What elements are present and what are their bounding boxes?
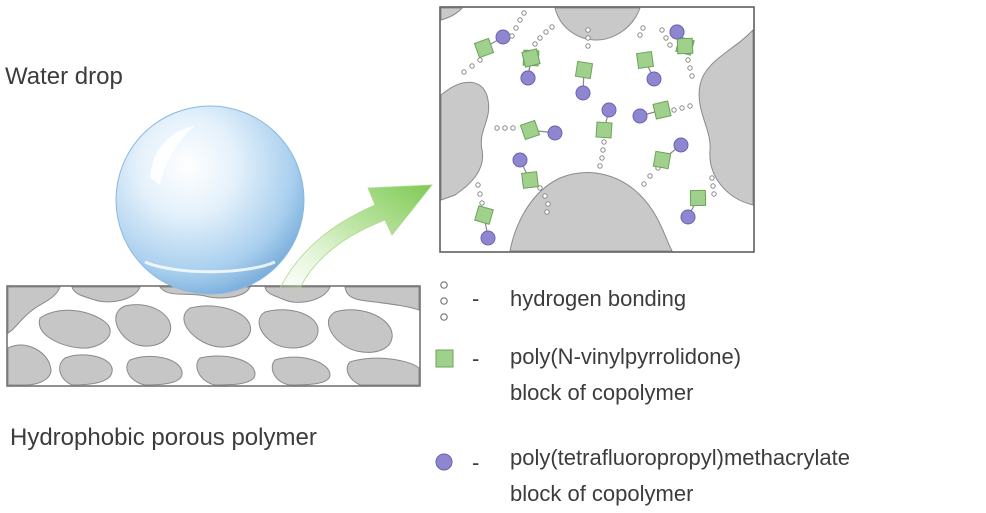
ptfpma-block bbox=[646, 71, 662, 87]
hydrogen-bond-dot bbox=[709, 175, 715, 181]
hydrogen-bond-dot bbox=[711, 191, 717, 197]
copolymer-molecule bbox=[595, 102, 617, 169]
hydrogen-bond-dot bbox=[475, 182, 481, 188]
transition-arrow bbox=[279, 184, 433, 289]
hydrogen-bond-dot bbox=[532, 41, 538, 47]
hydrogen-bond-dot bbox=[599, 155, 605, 161]
hydrogen-bond-dot bbox=[671, 107, 677, 113]
hydrogen-bond-dot bbox=[510, 125, 516, 131]
hydrogen-bond-dot bbox=[637, 32, 643, 38]
ptfpma-block bbox=[680, 209, 696, 225]
hydrogen-bond-dot bbox=[689, 73, 695, 79]
copolymer-molecule bbox=[632, 100, 693, 124]
substrate-label: Hydrophobic porous polymer bbox=[10, 424, 317, 451]
hydrogen-bond-dot bbox=[600, 147, 606, 153]
pvp-block bbox=[652, 150, 672, 170]
hydrogen-bond-dot bbox=[685, 57, 691, 63]
hydrogen-bond-dot bbox=[640, 25, 646, 31]
pvp-block bbox=[521, 48, 541, 68]
hydrogen-bond-dot bbox=[601, 139, 607, 145]
hydrogen-bond-dot bbox=[469, 63, 475, 69]
copolymer-molecule bbox=[680, 175, 717, 225]
hydrogen-bond-dot bbox=[663, 35, 669, 41]
ptfpma-block bbox=[673, 137, 689, 153]
hydrogen-bond-dot bbox=[461, 69, 467, 75]
hydrogen-bond-dot bbox=[710, 183, 716, 189]
hydrogen-bond-dot bbox=[585, 43, 591, 49]
hydrogen-bond-dot bbox=[641, 181, 647, 187]
ptfpma-legend-icon bbox=[435, 453, 453, 471]
ptfpma-block bbox=[520, 70, 536, 86]
hydrogen-bond-dot bbox=[477, 191, 483, 197]
legend-ptfpma-line2: block of copolymer bbox=[510, 481, 694, 506]
ptfpma-block bbox=[575, 85, 591, 101]
pvp-block bbox=[574, 60, 594, 80]
legend-dash: - bbox=[472, 286, 480, 311]
legend-ptfpma-line1: poly(tetrafluoropropyl)methacrylate bbox=[510, 445, 850, 470]
legend-symbols bbox=[435, 281, 454, 471]
hydrogen-bond-dot bbox=[667, 42, 673, 48]
hydrogen-bond-dot bbox=[509, 33, 515, 39]
hydrogen-bond-dot bbox=[479, 200, 485, 206]
hydrogen-bond-dot bbox=[521, 10, 527, 16]
hydrogen-bond-dot bbox=[543, 29, 549, 35]
hydrogen-bond-dot bbox=[513, 25, 519, 31]
ptfpma-block bbox=[512, 152, 528, 168]
copolymer-molecule bbox=[574, 27, 594, 101]
ptfpma-block bbox=[632, 108, 648, 124]
hydrogen-bond-dot bbox=[477, 57, 483, 63]
hydrogen-bond-dot bbox=[687, 65, 693, 71]
legend-pvp-line1: poly(N-vinylpyrrolidone) bbox=[510, 344, 742, 369]
legend-dash: - bbox=[472, 346, 480, 371]
copolymer-molecule bbox=[474, 182, 496, 246]
hydrogen-bond-dot bbox=[687, 103, 693, 109]
water-drop-label: Water drop bbox=[5, 63, 123, 90]
ptfpma-block bbox=[495, 29, 511, 45]
hydrogen-bond-dot bbox=[585, 35, 591, 41]
porous-substrate bbox=[6, 285, 421, 387]
hydrogen-bond-dot bbox=[542, 193, 548, 199]
pvp-block bbox=[474, 205, 494, 225]
copolymer-molecule bbox=[512, 152, 551, 215]
hydrogen-bond-dot bbox=[679, 105, 685, 111]
copolymer-molecule bbox=[520, 24, 555, 86]
copolymer-molecule bbox=[494, 119, 563, 141]
hydrogen-bond-dot bbox=[545, 201, 551, 207]
hydrogen-bond-dot bbox=[502, 125, 508, 131]
pvp-block bbox=[689, 189, 707, 207]
copolymer-molecule bbox=[641, 137, 689, 187]
hydrogen-bond-dot bbox=[517, 17, 523, 23]
hydrogen-bond-dot bbox=[659, 27, 665, 33]
hydrogen-bond-dot bbox=[597, 163, 603, 169]
pvp-block bbox=[473, 37, 495, 59]
copolymer-molecule bbox=[635, 25, 662, 87]
ptfpma-block bbox=[480, 230, 496, 246]
pvp-block bbox=[676, 37, 694, 55]
ptfpma-block bbox=[547, 125, 563, 141]
hydrogen-bond-dot bbox=[537, 35, 543, 41]
hydrogen-bond-dot bbox=[549, 24, 555, 30]
legend-pvp-line2: block of copolymer bbox=[510, 380, 694, 405]
hydrogen-bond-dot bbox=[585, 27, 591, 33]
legend-hydrogen-bonding: hydrogen bonding bbox=[510, 286, 687, 311]
pvp-block bbox=[521, 171, 539, 189]
hydrogen-bond-dot bbox=[544, 209, 550, 215]
pvp-block bbox=[595, 121, 613, 139]
pvp-legend-icon bbox=[435, 349, 454, 368]
legend-dash: - bbox=[472, 450, 480, 475]
ptfpma-block bbox=[669, 24, 685, 40]
water-drop bbox=[115, 105, 305, 295]
hydrogen-bond-legend-icon bbox=[440, 281, 448, 321]
pvp-block bbox=[652, 100, 672, 120]
pvp-block bbox=[519, 119, 541, 141]
hydrogen-bond-dot bbox=[494, 125, 500, 131]
ptfpma-block bbox=[601, 102, 617, 118]
hydrogen-bond-dot bbox=[647, 173, 653, 179]
copolymer-molecule bbox=[669, 24, 695, 79]
pvp-block bbox=[635, 50, 655, 70]
detail-panel bbox=[439, 6, 755, 253]
